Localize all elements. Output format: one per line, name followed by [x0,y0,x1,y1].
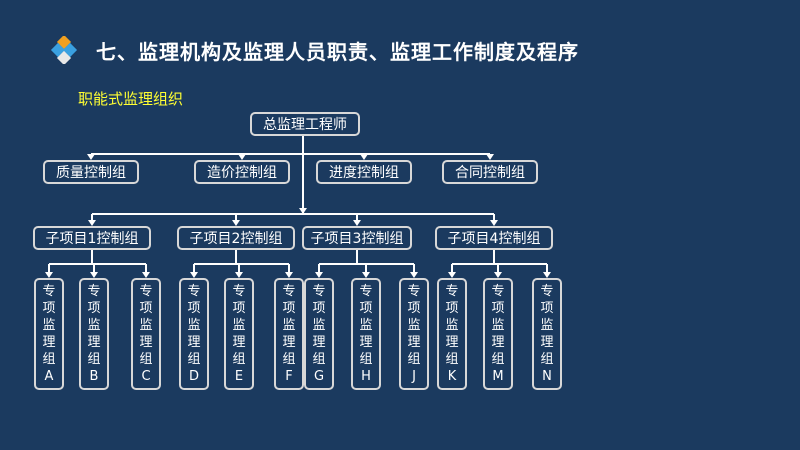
team-arrow [315,272,323,278]
page-title: 七、监理机构及监理人员职责、监理工作制度及程序 [96,40,579,64]
team-arrow [494,272,502,278]
team-arrow [410,272,418,278]
root-node: 总监理工程师 [250,112,360,136]
subproject-arrow [490,220,498,226]
trunk-arrow [299,208,307,214]
subproject-node: 子项目3控制组 [302,226,412,250]
function-arrow [360,154,368,160]
team-arrow [362,272,370,278]
subproject-node: 子项目1控制组 [33,226,151,250]
team-arrow [142,272,150,278]
function-node: 质量控制组 [43,160,139,184]
function-node: 合同控制组 [442,160,538,184]
subproject-node: 子项目2控制组 [177,226,295,250]
team-arrow [543,272,551,278]
function-node: 进度控制组 [316,160,412,184]
team-arrow [448,272,456,278]
subproject-arrow [353,220,361,226]
function-arrow [486,154,494,160]
team-arrow [285,272,293,278]
diagram-subtitle: 职能式监理组织 [78,90,184,108]
diamond-bullet-icon [50,36,78,64]
subproject-arrow [232,220,240,226]
function-node: 造价控制组 [194,160,290,184]
team-arrow [90,272,98,278]
function-arrow [87,154,95,160]
team-arrow [190,272,198,278]
subproject-node: 子项目4控制组 [435,226,553,250]
subproject-arrow [88,220,96,226]
function-arrow [238,154,246,160]
team-arrow [235,272,243,278]
team-arrow [45,272,53,278]
